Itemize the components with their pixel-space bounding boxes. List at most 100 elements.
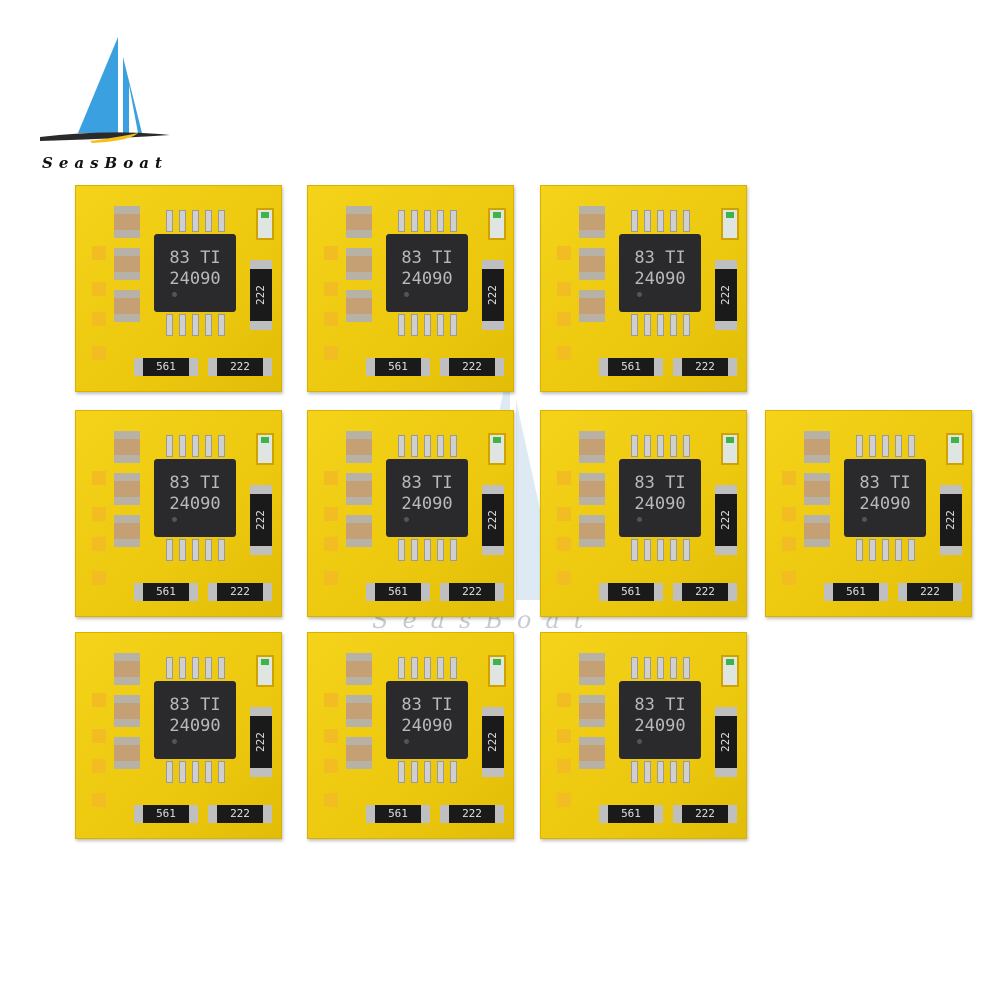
ic-pin (437, 657, 444, 679)
ic-pin (411, 657, 418, 679)
capacitor (346, 737, 372, 769)
ic-pin (437, 539, 444, 561)
capacitor (579, 290, 605, 322)
capacitor (114, 206, 140, 238)
ic-pin (411, 210, 418, 232)
resistor-bottom-right: 222 (440, 358, 504, 376)
ic-pin (670, 657, 677, 679)
ic-pin (166, 435, 173, 457)
ic-pin (670, 761, 677, 783)
ic-pin (218, 539, 225, 561)
resistor-bottom-left: 561 (599, 805, 663, 823)
resistor-side: 222 (250, 260, 272, 330)
resistor-bottom-right: 222 (440, 805, 504, 823)
capacitor (346, 206, 372, 238)
ic-pin (895, 539, 902, 561)
ic-pin (450, 657, 457, 679)
ic-pin (398, 210, 405, 232)
ic-pin (882, 539, 889, 561)
led-indicator (721, 655, 739, 687)
ic-pin (179, 761, 186, 783)
ic-pin (856, 539, 863, 561)
ic-pin (670, 435, 677, 457)
seasboat-logo (30, 25, 190, 185)
resistor-bottom-left: 561 (134, 358, 198, 376)
ic-pin (218, 210, 225, 232)
capacitor (114, 653, 140, 685)
chip-marking-line1: 83 TI (634, 695, 686, 715)
ic-pin (631, 539, 638, 561)
ic-pin (205, 539, 212, 561)
chip-marking-line2: 24090 (169, 494, 221, 514)
ic-pin (683, 314, 690, 336)
capacitor (579, 737, 605, 769)
resistor-bottom-right: 222 (673, 805, 737, 823)
ic-pin (179, 210, 186, 232)
ic-pin (450, 210, 457, 232)
chip-marking-line2: 24090 (401, 716, 453, 736)
chip-marking-line1: 83 TI (401, 248, 453, 268)
ic-pin (644, 435, 651, 457)
ic-pin (908, 435, 915, 457)
ic-pin (411, 435, 418, 457)
ic-pin (437, 210, 444, 232)
ic-pin (631, 210, 638, 232)
ic-pin (205, 314, 212, 336)
resistor-bottom-right: 222 (673, 583, 737, 601)
resistor-bottom-left: 561 (366, 358, 430, 376)
ic-pin (192, 210, 199, 232)
ic-pin (166, 314, 173, 336)
ic-pin (631, 435, 638, 457)
ic-pin (166, 539, 173, 561)
led-indicator (256, 433, 274, 465)
ic-pin (683, 210, 690, 232)
chip-marking-line2: 24090 (401, 269, 453, 289)
ic-pin (424, 435, 431, 457)
ic-pin (179, 314, 186, 336)
ic-pin (424, 761, 431, 783)
ic-pin (218, 761, 225, 783)
ic-pin (205, 435, 212, 457)
ic-pin (398, 539, 405, 561)
ic-pin (644, 657, 651, 679)
chip-marking-line2: 24090 (401, 494, 453, 514)
ic-pin (856, 435, 863, 457)
ic-pin (450, 314, 457, 336)
resistor-side: 222 (250, 707, 272, 777)
capacitor (114, 290, 140, 322)
resistor-side: 222 (482, 260, 504, 330)
ic-pin (657, 314, 664, 336)
ic-pin (657, 210, 664, 232)
resistor-side: 222 (482, 707, 504, 777)
led-indicator (721, 433, 739, 465)
capacitor (114, 431, 140, 463)
ic-pin (670, 314, 677, 336)
ic-pin (631, 657, 638, 679)
ic-pin (424, 539, 431, 561)
ic-pin (205, 657, 212, 679)
resistor-bottom-right: 222 (440, 583, 504, 601)
ic-pin (670, 539, 677, 561)
resistor-bottom-left: 561 (599, 583, 663, 601)
ic-pin (398, 657, 405, 679)
resistor-side: 222 (940, 485, 962, 555)
ic-pin (437, 435, 444, 457)
ic-pin (657, 539, 664, 561)
chip-marking-line1: 83 TI (634, 248, 686, 268)
capacitor (579, 431, 605, 463)
resistor-bottom-right: 222 (673, 358, 737, 376)
ic-pin (179, 539, 186, 561)
chip-marking-line2: 24090 (169, 269, 221, 289)
ic-pin (192, 314, 199, 336)
